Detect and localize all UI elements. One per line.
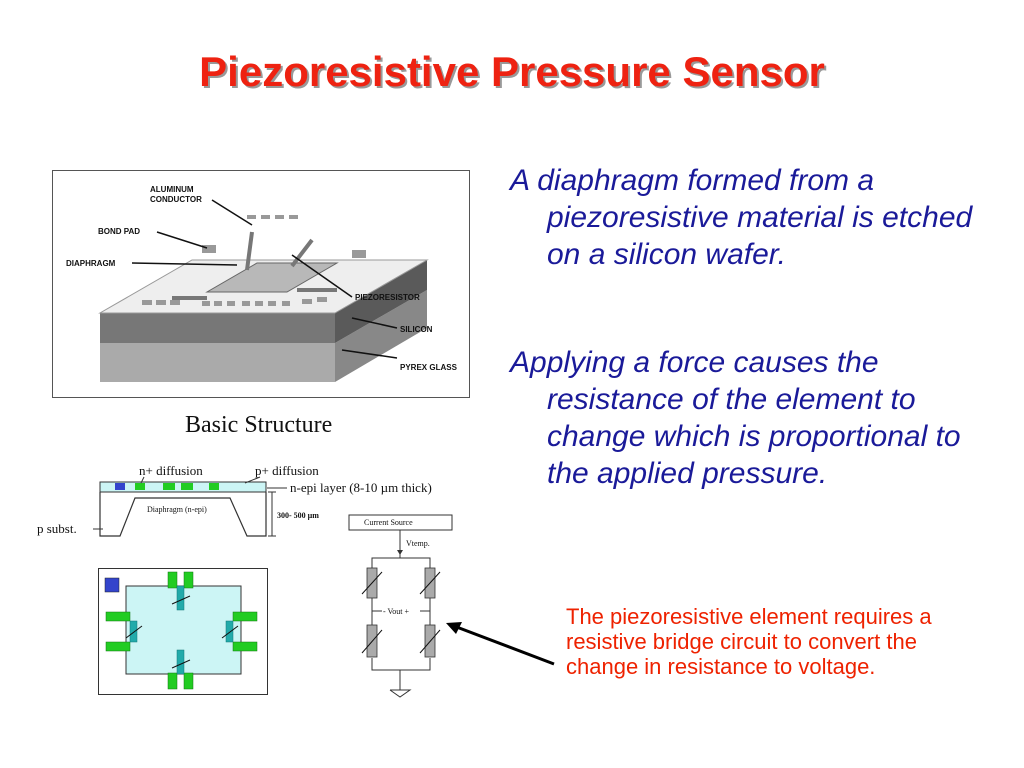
label-aluminum: ALUMINUM [150, 185, 194, 194]
slide-title: Piezoresistive Pressure Sensor [199, 48, 825, 95]
figure-caption: Basic Structure [185, 412, 333, 438]
diaphragm-region [205, 262, 339, 293]
label-p-subst: p subst. [37, 521, 77, 536]
label-diaphragm: DIAPHRAGM [66, 259, 116, 268]
callout-arrow [446, 622, 555, 666]
cross-section-figure: n+ diffusion p+ diffusion n-epi layer (8… [37, 463, 432, 537]
ground-icon [389, 689, 412, 698]
label-vtemp: Vtemp. [406, 539, 430, 548]
callout-text: The piezoresistive element requires a re… [566, 604, 932, 679]
bullet-diaphragm: A diaphragm formed from a piezoresistive… [510, 164, 973, 271]
bridge-circuit-figure: Current Source Vtemp. - Vout + [348, 514, 453, 698]
marker-square [104, 577, 120, 593]
label-n-epi: n-epi layer (8-10 µm thick) [290, 480, 432, 495]
label-diaphragm-epi: Diaphragm (n-epi) [147, 505, 207, 514]
label-vout: - Vout + [383, 607, 409, 616]
label-conductor: CONDUCTOR [150, 195, 202, 204]
label-piezoresistor: PIEZORESISTOR [355, 293, 420, 302]
silicon-layer [100, 313, 335, 343]
label-bond-pad: BOND PAD [98, 227, 140, 236]
top-view-figure [98, 568, 268, 695]
pyrex-layer [100, 343, 335, 382]
label-pyrex: PYREX GLASS [400, 363, 458, 372]
label-p-diffusion: p+ diffusion [255, 463, 319, 478]
label-silicon: SILICON [400, 325, 433, 334]
label-thickness: 300- 500 µm [277, 511, 319, 520]
label-current-source: Current Source [364, 518, 413, 527]
bullet-force: Applying a force causes the resistance o… [510, 346, 961, 490]
structure-3d-figure: ALUMINUM CONDUCTOR BOND PAD DIAPHRAGM PI… [52, 170, 470, 398]
label-n-diffusion: n+ diffusion [139, 463, 203, 478]
